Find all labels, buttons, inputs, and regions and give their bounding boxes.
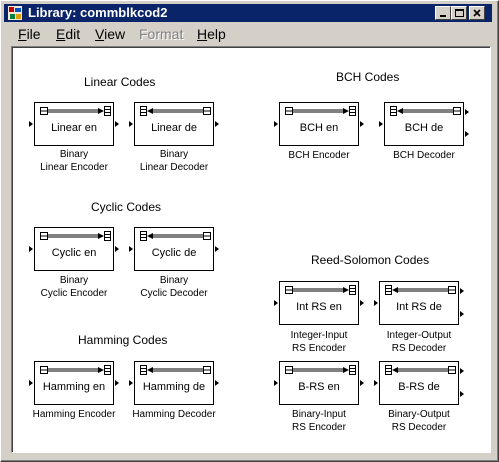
decoder-glyph-icon <box>385 365 456 375</box>
block-caption: BCH Encoder <box>288 150 350 161</box>
minimize-button[interactable] <box>435 6 451 20</box>
output-port <box>115 246 119 252</box>
output-port <box>115 121 119 127</box>
library-canvas[interactable]: Linear Codes Cyclic Codes Hamming Codes … <box>11 46 491 453</box>
block-bch-encoder[interactable]: BCH en <box>279 102 359 146</box>
close-icon <box>473 9 481 17</box>
minimize-icon <box>440 15 446 17</box>
block-label: BCH de <box>404 122 444 134</box>
decoder-glyph-icon <box>385 285 456 295</box>
encoder-glyph-icon <box>40 365 111 375</box>
menu-file[interactable]: File <box>18 26 41 42</box>
encoder-glyph-icon <box>40 106 111 116</box>
output-port <box>215 380 219 386</box>
output-port <box>460 391 464 397</box>
output-port <box>360 380 364 386</box>
block-label: B-RS de <box>398 381 440 393</box>
input-port <box>29 121 33 127</box>
block-label: B-RS en <box>298 381 340 393</box>
block-integer-output-rs-decoder[interactable]: Int RS de <box>379 281 459 325</box>
heading-linear-codes: Linear Codes <box>84 75 156 89</box>
encoder-glyph-icon <box>40 231 111 241</box>
heading-reed-solomon-codes: Reed-Solomon Codes <box>311 253 430 267</box>
output-port <box>215 121 219 127</box>
output-port <box>460 311 464 317</box>
block-label: Hamming de <box>142 381 206 393</box>
output-port <box>115 380 119 386</box>
decoder-glyph-icon <box>390 106 461 116</box>
input-port <box>129 380 133 386</box>
window-title: Library: commblkcod2 <box>28 5 168 20</box>
input-port <box>374 380 378 386</box>
block-binary-linear-decoder[interactable]: Linear de <box>134 102 214 146</box>
block-label: Cyclic de <box>151 247 197 259</box>
simulink-library-icon <box>8 6 22 20</box>
output-port <box>460 368 464 374</box>
input-port <box>274 121 278 127</box>
block-label: Linear de <box>151 122 197 134</box>
block-binary-output-rs-decoder[interactable]: B-RS de <box>379 361 459 405</box>
output-port <box>215 246 219 252</box>
heading-hamming-codes: Hamming Codes <box>78 333 168 347</box>
block-binary-input-rs-encoder[interactable]: B-RS en <box>279 361 359 405</box>
output-port <box>360 121 364 127</box>
block-binary-cyclic-decoder[interactable]: Cyclic de <box>134 227 214 271</box>
output-port <box>460 288 464 294</box>
block-label: Int RS en <box>296 301 342 313</box>
block-label: Linear en <box>51 122 97 134</box>
input-port <box>379 121 383 127</box>
menu-help[interactable]: Help <box>197 26 226 42</box>
input-port <box>29 380 33 386</box>
input-port <box>129 121 133 127</box>
block-binary-linear-encoder[interactable]: Linear en <box>34 102 114 146</box>
heading-cyclic-codes: Cyclic Codes <box>91 200 162 214</box>
close-button[interactable] <box>469 6 485 20</box>
block-hamming-decoder[interactable]: Hamming de <box>134 361 214 405</box>
block-label: Cyclic en <box>51 247 97 259</box>
output-port <box>465 109 469 115</box>
menu-view[interactable]: View <box>95 26 126 42</box>
input-port <box>274 300 278 306</box>
maximize-button[interactable] <box>451 6 467 20</box>
decoder-glyph-icon <box>140 365 211 375</box>
block-binary-cyclic-encoder[interactable]: Cyclic en <box>34 227 114 271</box>
maximize-icon <box>455 9 464 17</box>
heading-bch-codes: BCH Codes <box>336 70 400 84</box>
encoder-glyph-icon <box>285 106 356 116</box>
output-port <box>465 131 469 137</box>
block-caption: Hamming Encoder <box>32 409 116 420</box>
block-caption: Hamming Decoder <box>132 409 216 420</box>
input-port <box>374 300 378 306</box>
block-integer-input-rs-encoder[interactable]: Int RS en <box>279 281 359 325</box>
block-label: Int RS de <box>396 301 442 313</box>
encoder-glyph-icon <box>285 365 356 375</box>
menu-format: Format <box>139 26 184 42</box>
output-port <box>360 300 364 306</box>
decoder-glyph-icon <box>140 106 211 116</box>
input-port <box>29 246 33 252</box>
decoder-glyph-icon <box>140 231 211 241</box>
block-label: BCH en <box>299 122 339 134</box>
input-port <box>129 246 133 252</box>
block-bch-decoder[interactable]: BCH de <box>384 102 464 146</box>
block-hamming-encoder[interactable]: Hamming en <box>34 361 114 405</box>
input-port <box>274 380 278 386</box>
block-caption: BCH Decoder <box>393 150 455 161</box>
menu-edit[interactable]: Edit <box>56 26 81 42</box>
title-bar[interactable]: Library: commblkcod2 <box>4 4 492 22</box>
block-label: Hamming en <box>42 381 106 393</box>
menu-bar: File Edit View Format Help <box>4 24 492 44</box>
encoder-glyph-icon <box>285 285 356 295</box>
